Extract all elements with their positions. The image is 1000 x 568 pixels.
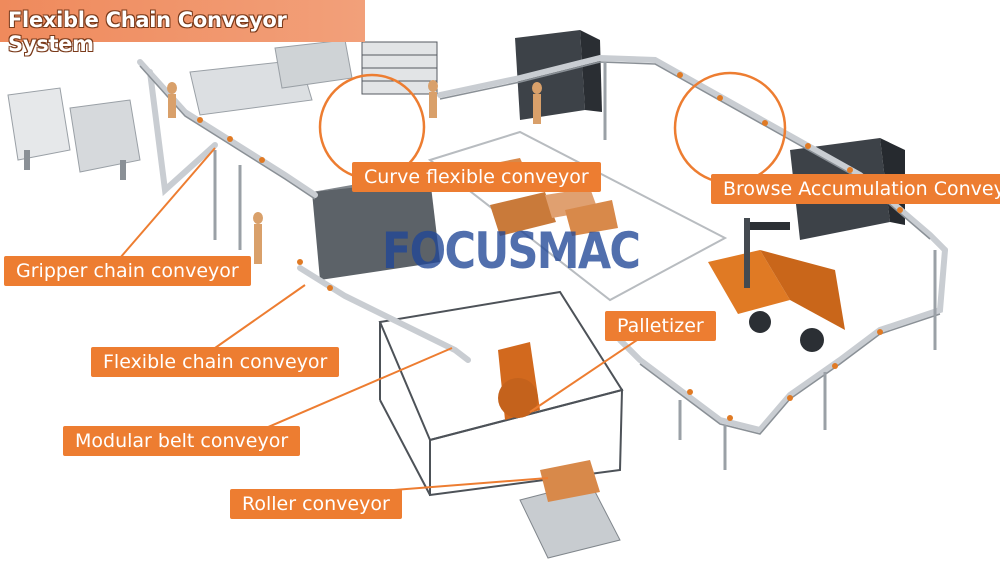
conveyor-support-legs: [213, 62, 937, 470]
tray-rack: [361, 41, 438, 95]
conveyor-guide-pins: [197, 72, 903, 421]
label-browse-accumulation-conveyor: Browse Accumulation Conveyor: [711, 174, 1000, 204]
page-title: Flexible Chain Conveyor System: [8, 8, 287, 56]
watermark-logo: FOCUSMAC: [382, 222, 641, 280]
leader-lines: [119, 147, 641, 493]
floor-zone-outline: [427, 130, 728, 302]
label-curve-flexible-conveyor: Curve flexible conveyor: [352, 162, 601, 192]
roller-conveyor-graphic: [519, 460, 621, 559]
packaging-line-left: [7, 39, 353, 180]
operators: [167, 80, 542, 264]
label-roller-conveyor: Roller conveyor: [230, 489, 402, 519]
label-gripper-chain-conveyor: Gripper chain conveyor: [4, 256, 251, 286]
label-palletizer: Palletizer: [605, 311, 716, 341]
label-modular-belt-conveyor: Modular belt conveyor: [63, 426, 301, 456]
forklift: [708, 218, 845, 352]
title-banner: Flexible Chain Conveyor System: [0, 0, 365, 56]
palletizer-cage: [378, 290, 624, 497]
label-flexible-chain-conveyor: Flexible chain conveyor: [91, 347, 340, 377]
